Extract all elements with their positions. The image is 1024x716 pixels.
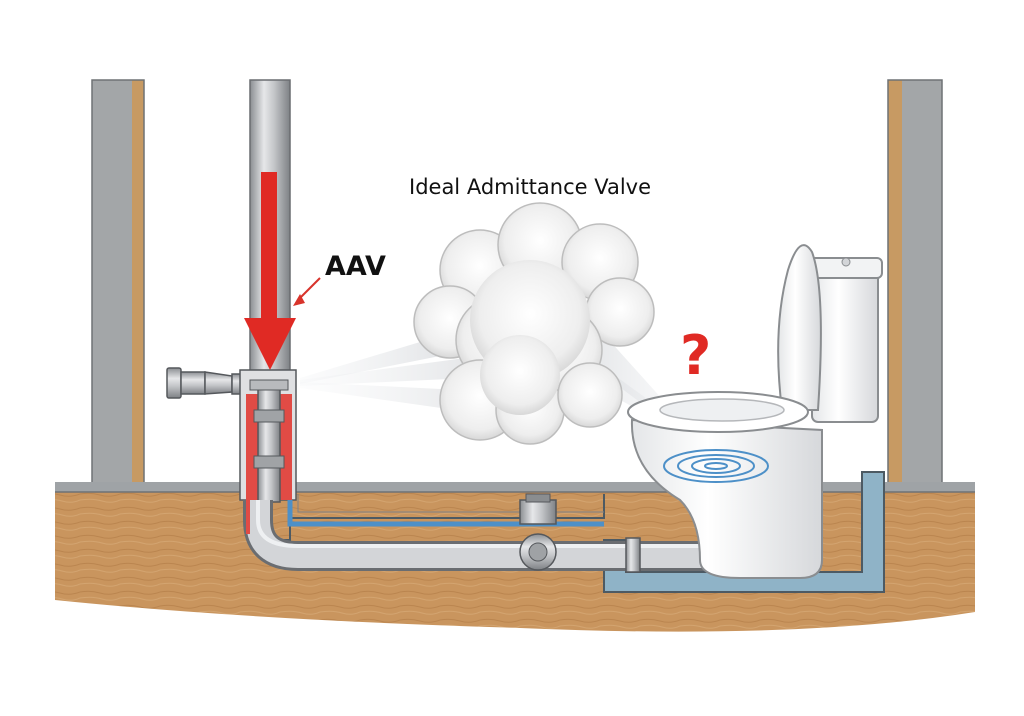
diagram-title: Ideal Admittance Valve (409, 175, 651, 199)
cloud-icon (413, 202, 655, 445)
toilet-icon (627, 244, 883, 579)
left-wall (91, 79, 145, 491)
aav-fitting (239, 369, 297, 503)
right-wall (887, 79, 943, 491)
drain-pipe (243, 493, 807, 573)
down-arrow-icon (244, 172, 296, 370)
aav-label: AAV (325, 251, 386, 282)
pointer-arrow-icon (293, 277, 321, 306)
question-icon: ? (680, 324, 711, 387)
